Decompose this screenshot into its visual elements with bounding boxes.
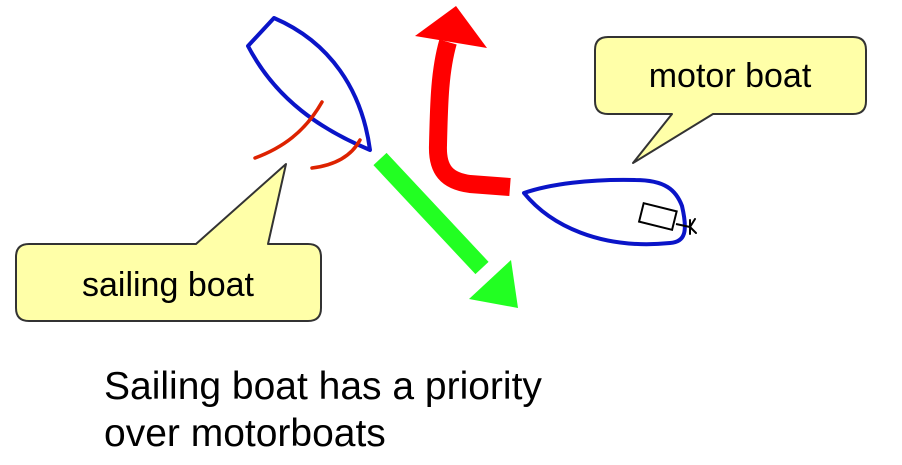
stand-on-arrowhead	[469, 260, 518, 308]
sailing-boat-sail-right	[310, 138, 362, 170]
sailing-boat-callout-bubble	[15, 163, 322, 322]
motor-boat-propeller-shaft	[675, 223, 691, 228]
caption-line-2: over motorboats	[104, 412, 386, 455]
caption: Sailing boat has a priority over motorbo…	[104, 363, 804, 457]
sailing-boat-sail-left	[253, 100, 324, 160]
give-way-arrow-shaft	[428, 39, 511, 196]
motor-boat-callout-bubble	[594, 36, 867, 164]
motor-boat-propeller-icon	[689, 218, 697, 235]
motor-boat-engine	[637, 201, 678, 232]
give-way-arrowhead	[415, 6, 487, 48]
sailing-boat-label: sailing boat	[82, 266, 255, 304]
motor-boat-hull	[522, 177, 687, 247]
motor-boat-label: motor boat	[649, 57, 812, 95]
stand-on-arrow-shaft	[373, 152, 489, 275]
caption-line-1: Sailing boat has a priority	[104, 365, 542, 408]
sailing-boat-hull	[246, 16, 372, 152]
